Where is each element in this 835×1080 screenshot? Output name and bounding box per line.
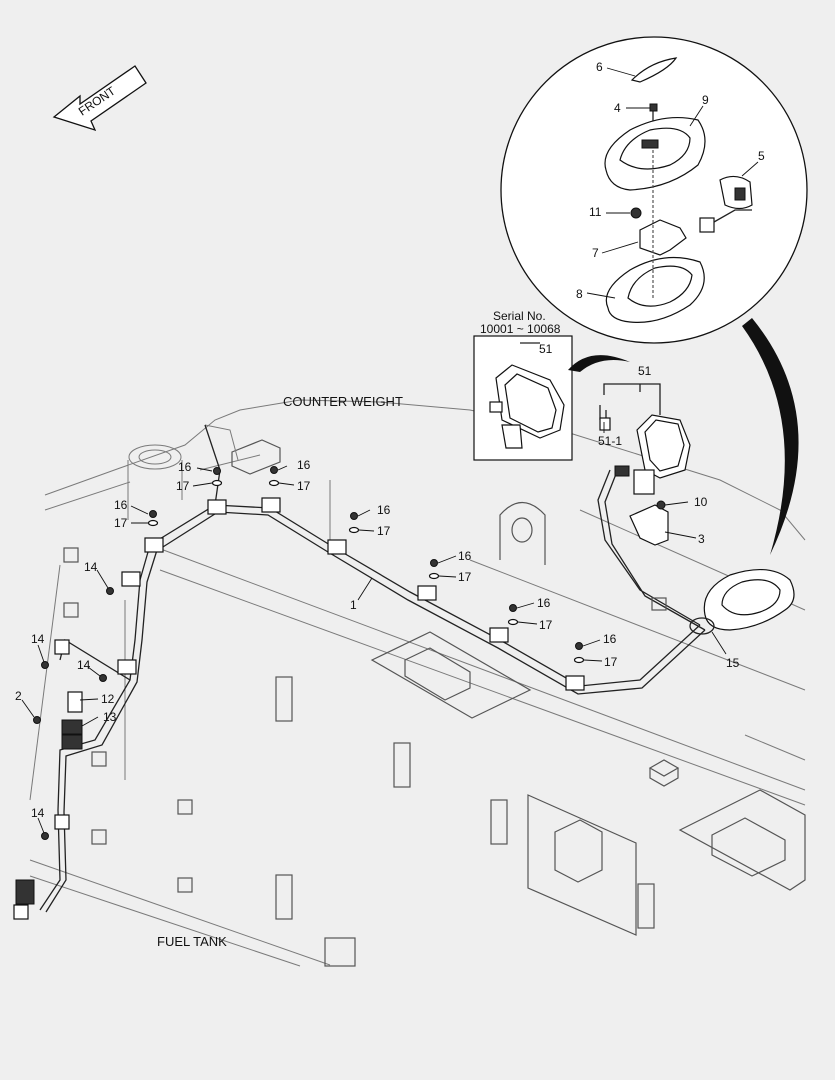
- serial-inset: [473, 335, 630, 461]
- callout-17-d: 17: [377, 524, 391, 538]
- cab-light-on-deck: [689, 568, 795, 635]
- callout-17-a: 17: [176, 479, 190, 493]
- connectors: [13, 691, 83, 920]
- machine-body-outline: [29, 399, 806, 967]
- callout-2: 2: [15, 689, 22, 703]
- callout-17-b: 17: [297, 479, 311, 493]
- callout-16-b: 16: [297, 458, 311, 472]
- callout-8: 8: [576, 287, 583, 301]
- work-lamp: [599, 383, 691, 611]
- callout-3: 3: [698, 532, 705, 546]
- callout-15: 15: [726, 656, 740, 670]
- serial-title: Serial No.: [493, 309, 546, 323]
- detail-circle: [500, 36, 808, 555]
- callout-14-a: 14: [84, 560, 98, 574]
- callout-4: 4: [614, 101, 621, 115]
- harness-clamps: [54, 497, 585, 830]
- callout-16-d: 16: [377, 503, 391, 517]
- front-arrow: FRONT: [52, 65, 147, 132]
- callout-51-inset: 51: [539, 342, 553, 356]
- callout-17-f: 17: [539, 618, 553, 632]
- callout-10: 10: [694, 495, 708, 509]
- callout-16-g: 16: [603, 632, 617, 646]
- bolts-and-washers: [33, 466, 585, 840]
- callout-6: 6: [596, 60, 603, 74]
- callout-11: 11: [589, 205, 602, 219]
- callout-16-c: 16: [114, 498, 128, 512]
- fuel-tank-label: FUEL TANK: [157, 934, 227, 949]
- callout-14-c: 14: [77, 658, 91, 672]
- callout-51-1: 51-1: [598, 434, 622, 448]
- counter-weight-label: COUNTER WEIGHT: [283, 394, 403, 409]
- callout-9: 9: [702, 93, 709, 107]
- leader-lines: [21, 67, 759, 834]
- callout-17-c: 17: [114, 516, 128, 530]
- callout-7: 7: [592, 246, 599, 260]
- callout-16-f: 16: [537, 596, 551, 610]
- callout-17-e: 17: [458, 570, 472, 584]
- callout-14-b: 14: [31, 632, 45, 646]
- callout-17-g: 17: [604, 655, 618, 669]
- callout-12: 12: [101, 692, 115, 706]
- serial-range: 10001 ~ 10068: [480, 322, 561, 336]
- callout-16-a: 16: [178, 460, 192, 474]
- wiring-harness: [39, 424, 706, 913]
- callout-5: 5: [758, 149, 765, 163]
- callout-51: 51: [638, 364, 652, 378]
- callout-13: 13: [103, 710, 117, 724]
- callout-14-d: 14: [31, 806, 45, 820]
- callout-1: 1: [350, 598, 357, 612]
- callout-16-e: 16: [458, 549, 472, 563]
